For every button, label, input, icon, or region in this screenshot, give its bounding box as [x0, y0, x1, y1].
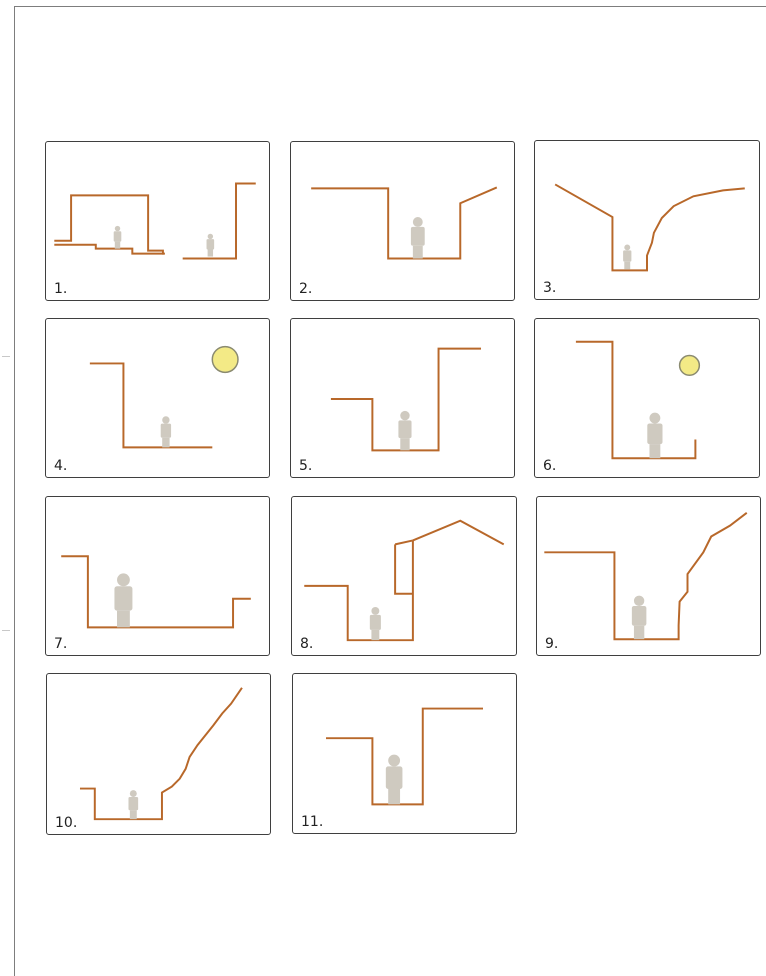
- panel-label: 5.: [299, 457, 312, 475]
- section-diagram-8: [292, 497, 516, 655]
- human-figure: [114, 226, 122, 249]
- panel-label: 6.: [543, 457, 556, 475]
- panel-label: 4.: [54, 457, 67, 475]
- section-diagram-11: [293, 674, 516, 833]
- panel-8: 8.: [291, 496, 517, 656]
- profile-line: [80, 688, 242, 819]
- profile-line-main: [304, 540, 413, 640]
- sun-icon: [212, 347, 238, 373]
- profile-line: [326, 709, 483, 805]
- panel-9: 9.: [536, 496, 761, 656]
- panel-label: 10.: [55, 814, 77, 832]
- section-diagram-5: [291, 319, 514, 477]
- section-diagram-7: [46, 497, 269, 655]
- panel-label: 1.: [54, 280, 67, 298]
- panel-3: 3.: [534, 140, 760, 300]
- panel-5: 5.: [290, 318, 515, 478]
- panel-4: 4.: [45, 318, 270, 478]
- section-diagram-6: [535, 319, 759, 477]
- section-diagram-2: [291, 142, 514, 300]
- profile-line: [555, 184, 745, 270]
- human-figure: [623, 244, 631, 269]
- profile-line: [311, 187, 497, 258]
- panel-10: 10.: [46, 673, 271, 835]
- human-figure: [411, 217, 425, 258]
- human-figure: [370, 607, 381, 640]
- human-figure: [632, 596, 647, 640]
- panel-2: 2.: [290, 141, 515, 301]
- section-diagram-1: [46, 142, 269, 300]
- profile-line-lintel: [395, 540, 413, 544]
- human-figure: [114, 573, 132, 627]
- section-diagram-9: [537, 497, 760, 655]
- section-diagram-10: [47, 674, 270, 834]
- profile-line: [576, 342, 695, 459]
- panel-label: 3.: [543, 279, 556, 297]
- profile-line: [61, 556, 251, 627]
- human-figure: [128, 790, 138, 819]
- panel-label: 9.: [545, 635, 558, 653]
- edge-mark: [2, 356, 10, 357]
- profile-line: [90, 363, 212, 447]
- human-figure: [207, 234, 215, 257]
- profile-line-roof: [413, 521, 504, 545]
- section-diagram-4: [46, 319, 269, 477]
- panel-6: 6.: [534, 318, 760, 478]
- panel-label: 8.: [300, 635, 313, 653]
- panel-label: 2.: [299, 280, 312, 298]
- sun-icon: [680, 356, 700, 376]
- edge-mark: [2, 630, 10, 631]
- panel-7: 7.: [45, 496, 270, 656]
- profile-line-right: [183, 183, 256, 258]
- panel-label: 11.: [301, 813, 323, 831]
- section-diagram-3: [535, 141, 759, 299]
- profile-line-wall: [395, 544, 413, 593]
- human-figure: [647, 413, 662, 459]
- human-figure: [386, 755, 403, 805]
- panel-1: 1.: [45, 141, 270, 301]
- human-figure: [398, 411, 411, 450]
- human-figure: [161, 416, 171, 447]
- panel-11: 11.: [292, 673, 517, 834]
- panel-label: 7.: [54, 635, 67, 653]
